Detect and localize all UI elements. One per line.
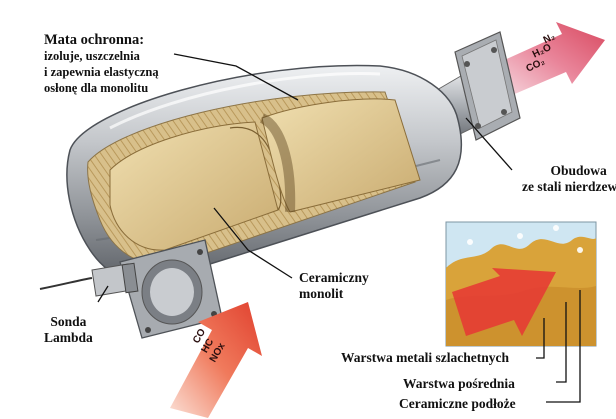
outlet-pipe (429, 31, 521, 141)
inlet-flange (119, 239, 223, 339)
protective-mat-label: Mata ochronna: izoluje, uszczelnia i zap… (44, 32, 159, 96)
leader-layer-2 (556, 302, 567, 383)
leader-mat (173, 53, 299, 101)
inlet-gas-arrow: COHCNOx (170, 302, 262, 418)
protective-mat-line-3: osłonę dla monolitu (44, 81, 149, 95)
ceramic-monolith-rear (259, 98, 421, 213)
outlet-gas-n2: N₂ (542, 31, 557, 46)
ceramic-monolith-line-1: Ceramiczny (299, 270, 369, 285)
ceramic-substrate-label: Ceramiczne podłoże (399, 396, 516, 411)
noble-metals-layer-label: Warstwa metali szlachetnych (341, 350, 509, 365)
protective-mat-title: Mata ochronna: (44, 32, 145, 48)
leader-housing (465, 117, 513, 171)
catalyst-layer-detail (445, 221, 597, 347)
lambda-sensor-line-1: Sonda (50, 314, 87, 329)
lambda-sensor-line-2: Lambda (44, 330, 93, 345)
housing-line-1: Obudowa (550, 163, 607, 178)
lambda-sensor-label: Sonda Lambda (44, 314, 93, 346)
intermediate-layer-label: Warstwa pośrednia (403, 376, 515, 391)
housing-label: Obudowa ze stali nierdzewnej (522, 163, 616, 195)
outlet-gas-arrow: CO₂H₂ON₂ (500, 22, 605, 96)
protective-mat-line-1: izoluje, uszczelnia (44, 49, 140, 63)
leader-layer-1 (536, 318, 545, 359)
housing-line-2: ze stali nierdzewnej (522, 179, 616, 194)
protective-mat-line-2: i zapewnia elastyczną (44, 65, 159, 79)
ceramic-monolith-label: Ceramiczny monolit (299, 270, 369, 302)
ceramic-monolith-line-2: monolit (299, 286, 344, 301)
lambda-sensor (39, 262, 139, 297)
leader-sonda (97, 285, 109, 303)
leader-monolith (213, 207, 293, 279)
leader-lines (97, 53, 581, 403)
leader-layer-3 (546, 290, 581, 403)
